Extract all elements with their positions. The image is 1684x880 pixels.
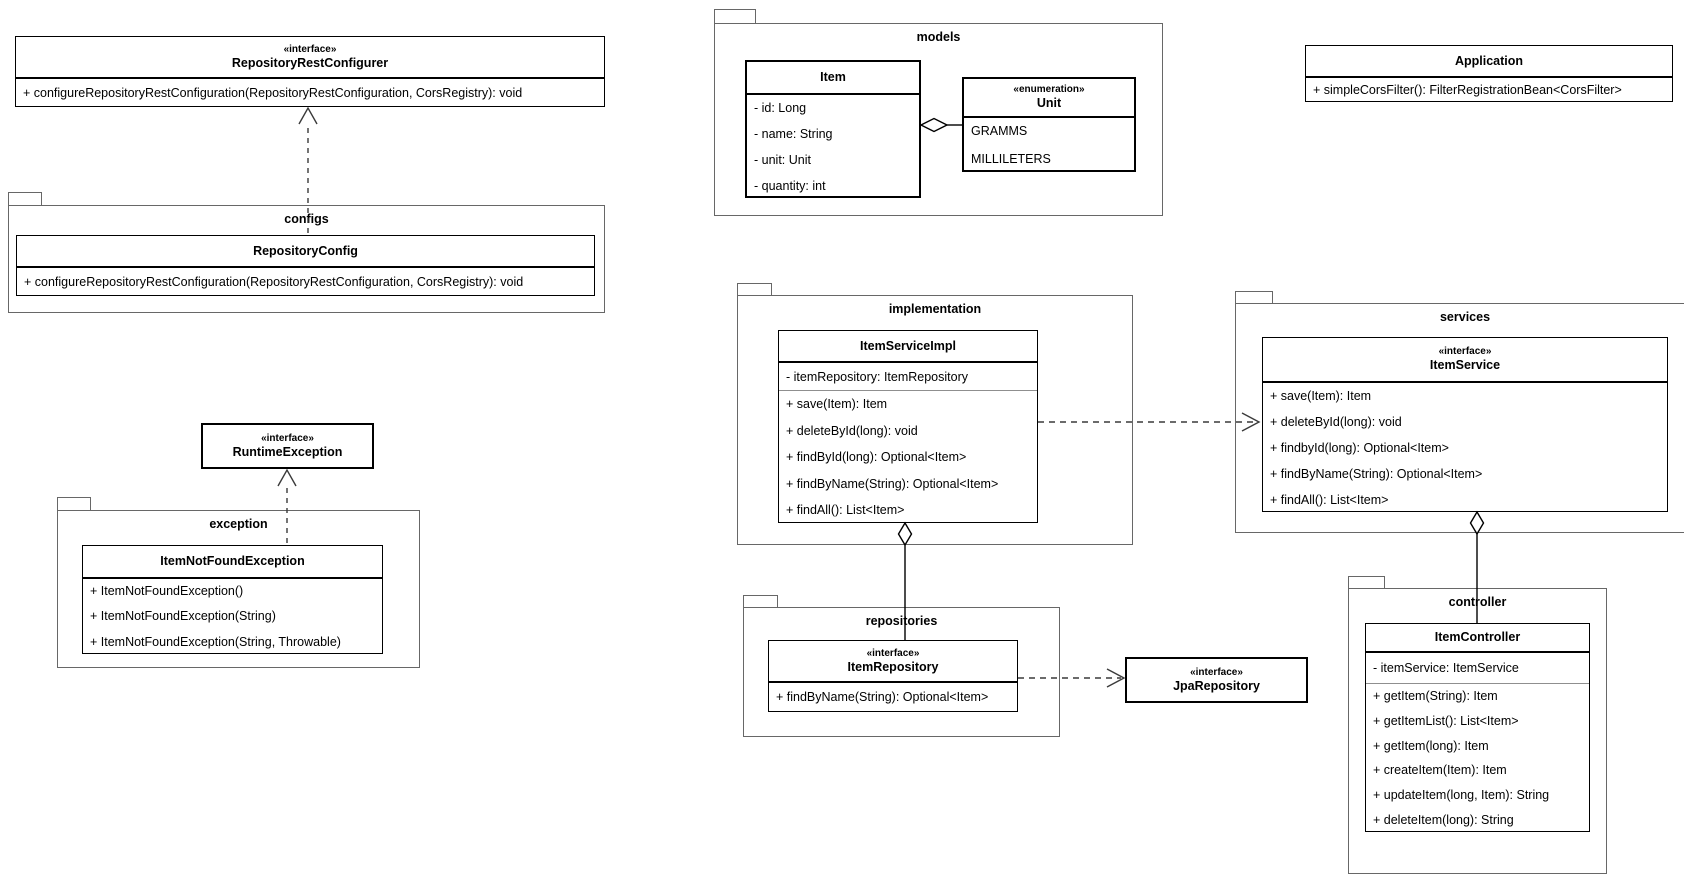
method-row: + findAll(): List<Item> — [1270, 493, 1389, 507]
package-label: models — [916, 30, 961, 44]
method-row: + findByName(String): Optional<Item> — [776, 690, 989, 704]
class-name: Unit — [1036, 96, 1062, 110]
class-name: Application — [1454, 53, 1524, 68]
enum-value-row: GRAMMS — [971, 124, 1028, 138]
class-name: ItemServiceImpl — [860, 338, 956, 353]
method-row: + configureRepositoryRestConfiguration(R… — [24, 275, 524, 289]
attribute-row: - id: Long — [754, 101, 807, 115]
method-row: + deleteItem(long): String — [1373, 812, 1514, 827]
class-name: JpaRepository — [1173, 678, 1260, 693]
method-row: + simpleCorsFilter(): FilterRegistration… — [1313, 83, 1622, 97]
method-row: + deleteById(long): void — [1270, 415, 1402, 429]
package-label: exception — [209, 517, 268, 531]
class-name: RuntimeException — [232, 444, 343, 459]
method-row: + configureRepositoryRestConfiguration(R… — [23, 86, 523, 100]
attribute-row: - unit: Unit — [754, 153, 811, 167]
method-row: + ItemNotFoundException(String, Throwabl… — [90, 634, 341, 649]
class-name: ItemService — [1429, 358, 1501, 372]
method-row: + getItemList(): List<Item> — [1373, 713, 1519, 728]
method-row: + save(Item): Item — [1270, 389, 1372, 403]
package-tab — [1235, 291, 1273, 303]
class-name: RepositoryConfig — [253, 243, 358, 258]
class-item: Item - id: Long - name: String - unit: U… — [745, 60, 921, 198]
package-label: configs — [284, 212, 329, 226]
class-item-service-impl: ItemServiceImpl - itemRepository: ItemRe… — [778, 330, 1038, 523]
method-row: + ItemNotFoundException(String) — [90, 609, 276, 624]
method-row: + findbyId(long): Optional<Item> — [1270, 441, 1449, 455]
class-item-not-found-exception: ItemNotFoundException + ItemNotFoundExce… — [82, 545, 383, 654]
method-row: + findByName(String): Optional<Item> — [1270, 467, 1483, 481]
class-name: ItemController — [1434, 630, 1521, 644]
package-tab — [57, 497, 91, 510]
method-row: + createItem(Item): Item — [1373, 763, 1507, 778]
class-jpa-repository: «interface» JpaRepository — [1125, 657, 1308, 703]
attribute-row: - quantity: int — [754, 179, 826, 193]
class-name: ItemRepository — [847, 659, 939, 674]
package-tab — [8, 192, 42, 205]
class-name: Item — [820, 70, 846, 84]
class-repository-config: RepositoryConfig + configureRepositoryRe… — [16, 235, 595, 296]
stereotype-label: «interface» — [261, 432, 314, 444]
package-tab — [1348, 576, 1385, 588]
method-row: + findById(long): Optional<Item> — [786, 450, 967, 465]
class-item-controller: ItemController - itemService: ItemServic… — [1365, 623, 1590, 832]
enum-value-row: MILLILETERS — [971, 151, 1051, 166]
class-item-service: «interface» ItemService + save(Item): It… — [1262, 337, 1668, 512]
class-repository-rest-configurer: «interface» RepositoryRestConfigurer + c… — [15, 36, 605, 107]
package-label: services — [1439, 310, 1491, 324]
package-label: controller — [1448, 595, 1507, 609]
stereotype-label: «interface» — [1190, 666, 1243, 678]
method-row: + updateItem(long, Item): String — [1373, 788, 1550, 803]
package-tab — [737, 283, 772, 295]
class-unit-enumeration: «enumeration» Unit GRAMMS MILLILETERS — [962, 77, 1136, 172]
attribute-row: - itemRepository: ItemRepository — [786, 370, 969, 384]
method-row: + deleteById(long): void — [786, 423, 918, 438]
attribute-row: - itemService: ItemService — [1373, 661, 1519, 675]
class-name: ItemNotFoundException — [160, 554, 305, 568]
method-row: + getItem(String): Item — [1373, 689, 1498, 703]
attribute-row: - name: String — [754, 127, 833, 141]
package-label: repositories — [865, 614, 938, 628]
stereotype-label: «interface» — [866, 647, 920, 659]
method-row: + save(Item): Item — [786, 397, 888, 411]
package-tab — [714, 9, 756, 23]
stereotype-label: «interface» — [1438, 346, 1492, 357]
package-label: implementation — [888, 302, 982, 316]
method-row: + ItemNotFoundException() — [90, 584, 244, 598]
package-tab — [743, 595, 778, 607]
method-row: + findByName(String): Optional<Item> — [786, 476, 999, 491]
class-runtime-exception: «interface» RuntimeException — [201, 423, 374, 469]
class-item-repository: «interface» ItemRepository + findByName(… — [768, 640, 1018, 712]
method-row: + findAll(): List<Item> — [786, 503, 905, 518]
stereotype-label: «enumeration» — [1013, 84, 1085, 95]
class-application: Application + simpleCorsFilter(): Filter… — [1305, 45, 1673, 102]
class-name: RepositoryRestConfigurer — [231, 55, 389, 70]
method-row: + getItem(long): Item — [1373, 738, 1489, 753]
stereotype-label: «interface» — [283, 43, 337, 55]
